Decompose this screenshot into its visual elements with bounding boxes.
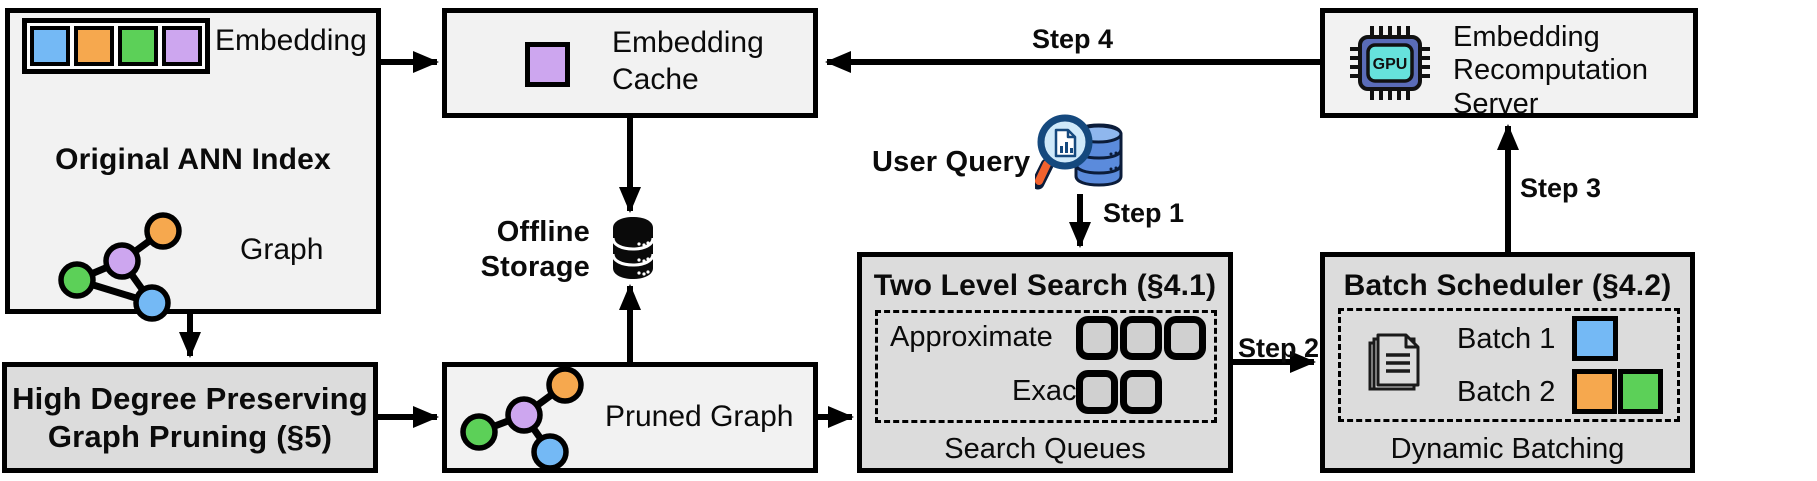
cached-embedding-square <box>525 42 570 87</box>
graph-pruning-box: High Degree Preserving Graph Pruning (§5… <box>2 362 378 473</box>
embedding-cache-label: Embedding Cache <box>612 25 764 98</box>
queue-slot-icon <box>1120 370 1162 414</box>
pruned-graph-box: Pruned Graph <box>442 362 818 473</box>
batch2-squares <box>1572 369 1663 414</box>
pruned-graph-icon <box>460 366 584 471</box>
exact-queue-icons <box>1076 370 1162 414</box>
exact-label: Exact <box>1012 375 1085 407</box>
dynamic-batching-label: Dynamic Batching <box>1390 433 1625 465</box>
batch2-label: Batch 2 <box>1457 376 1556 408</box>
user-query-label: User Query <box>872 146 1031 178</box>
batch1-square-blue <box>1572 316 1618 361</box>
step4-label: Step 4 <box>1032 24 1114 54</box>
queue-slot-icon <box>1076 316 1118 360</box>
embedding-square-orange <box>74 26 114 66</box>
embedding-square-purple <box>162 26 202 66</box>
graph-pruning-line2: Graph Pruning (§5) <box>47 418 333 454</box>
graph-pruning-line1: High Degree Preserving <box>12 381 368 416</box>
recomputation-server-box: GPU Embedding Recomputation Server <box>1320 8 1698 121</box>
graph-label: Graph <box>240 233 324 266</box>
embedding-square-blue <box>30 26 70 66</box>
graph-pruning-title: High Degree Preserving Graph Pruning (§5… <box>7 380 373 456</box>
batch2-square-green <box>1618 369 1663 414</box>
original-ann-index-title: Original ANN Index <box>55 143 331 176</box>
batch2-square-orange <box>1572 369 1617 414</box>
embedding-cache-line2: Cache <box>612 62 699 96</box>
recomputation-server-line2: Recomputation <box>1453 54 1649 87</box>
queue-slot-icon <box>1120 316 1162 360</box>
approximate-queue-icons <box>1076 316 1206 360</box>
offline-storage-line1: Offline <box>496 216 590 248</box>
original-ann-index-box: Embedding Original ANN Index Graph <box>5 8 381 322</box>
batch1-label: Batch 1 <box>1457 323 1556 355</box>
offline-storage-line2: Storage <box>480 251 590 284</box>
embedding-cache-box: Embedding Cache <box>442 8 818 118</box>
two-level-search-box: Two Level Search (§4.1) Approximate Exac… <box>857 252 1233 473</box>
embedding-cache-line1: Embedding <box>612 26 764 59</box>
search-queues-dashed-box <box>875 310 1217 423</box>
recomputation-server-label: Embedding Recomputation Server <box>1453 21 1648 121</box>
search-queues-label: Search Queues <box>944 433 1146 465</box>
pruned-graph-label: Pruned Graph <box>605 400 794 433</box>
documents-icon <box>1368 333 1420 391</box>
queue-slot-icon <box>1164 316 1206 360</box>
batch-scheduler-title: Batch Scheduler (§4.2) <box>1343 269 1672 302</box>
step2-label: Step 2 <box>1238 333 1320 363</box>
query-magnifier-icon <box>1035 114 1123 190</box>
recomputation-server-line1: Embedding <box>1453 21 1600 53</box>
step3-label: Step 3 <box>1520 173 1602 203</box>
recomputation-server-line3: Server <box>1453 87 1539 120</box>
offline-storage-label: Offline Storage <box>470 215 590 286</box>
batch-scheduler-box: Batch Scheduler (§4.2) Batch 1 Batch 2 D… <box>1320 252 1695 473</box>
approximate-label: Approximate <box>890 321 1053 353</box>
queue-slot-icon <box>1076 370 1118 414</box>
gpu-label: GPU <box>1373 56 1408 73</box>
dynamic-batching-dashed-box <box>1338 308 1680 422</box>
embedding-square-green <box>118 26 158 66</box>
database-icon <box>611 217 655 279</box>
two-level-search-title: Two Level Search (§4.1) <box>873 269 1217 302</box>
graph-icon <box>58 212 182 322</box>
step1-label: Step 1 <box>1103 198 1185 228</box>
embedding-label: Embedding <box>215 24 367 57</box>
gpu-chip-icon: GPU <box>1350 26 1430 100</box>
embedding-strip-icon <box>22 18 210 74</box>
